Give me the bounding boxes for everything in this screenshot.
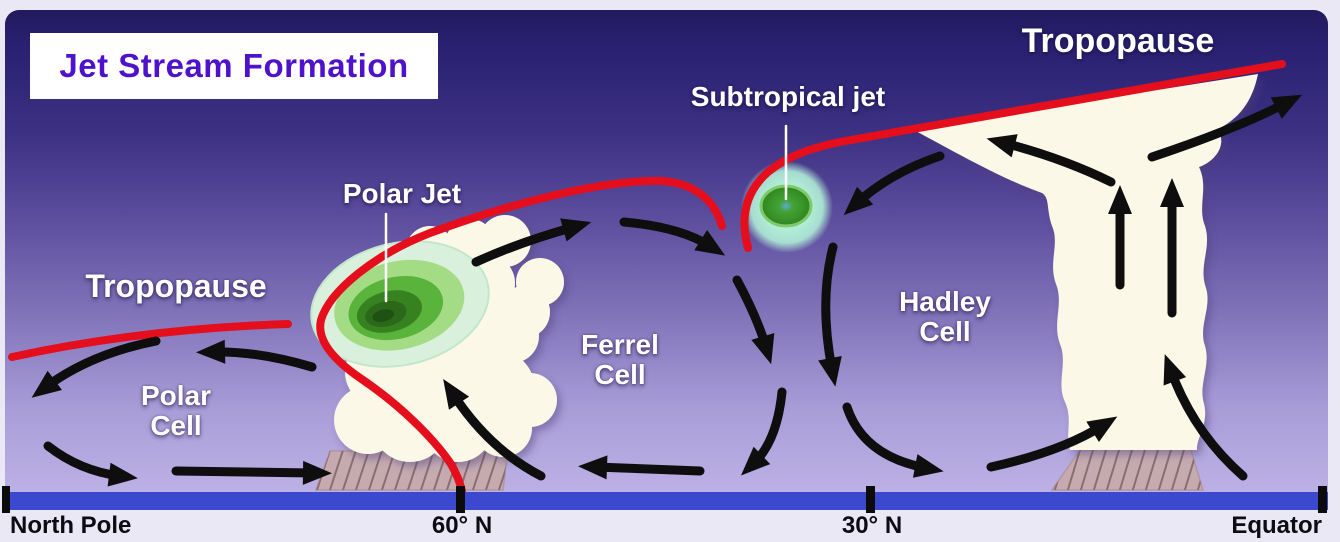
ferrel-cell-label: Ferrel Cell	[581, 330, 659, 390]
tropopause-line	[8, 60, 1286, 495]
polar-cell-surface-arrow-1	[43, 441, 138, 487]
ferrel-cell-label-line2: Cell	[594, 358, 646, 390]
polar-cell-descent-arrow	[31, 336, 161, 398]
hadley-cell-outflow-poleward-arrow	[986, 134, 1116, 187]
ferrel-cell-upper-arrow-1	[471, 218, 592, 267]
title-box: Jet Stream Formation	[30, 33, 438, 99]
hadley-cell-surface-arrow-1	[842, 402, 944, 478]
polar-cell-upper-arrow	[196, 339, 317, 372]
hadley-cell-label-line1: Hadley	[899, 286, 991, 317]
tropopause-line-polar	[8, 320, 292, 361]
polar-cell-surface-arrow-2	[171, 460, 332, 485]
polar-jet-label: Polar Jet	[342, 178, 462, 209]
circulation-arrows	[31, 94, 1302, 487]
tropopause-label-left: Tropopause	[85, 268, 267, 304]
axis-label-equator: Equator	[1231, 512, 1322, 539]
hadley-cell-label: Hadley Cell	[899, 287, 991, 347]
hadley-cell-surface-arrow-2	[986, 416, 1118, 472]
ferrel-cell-descent-arrow-1	[732, 275, 775, 365]
subtropical-jet-symbol	[741, 161, 833, 253]
polar-cell-label-line2: Cell	[150, 409, 202, 441]
latitude-ticks	[2, 486, 1327, 513]
hadley-cell-ascent-arrow-1	[1163, 354, 1248, 481]
polar-cell-label: Polar Cell	[141, 381, 211, 441]
diagram-title: Jet Stream Formation	[59, 47, 409, 84]
label-pointer-lines	[384, 124, 788, 303]
hadley-cell-label-line2: Cell	[919, 315, 971, 347]
cumulonimbus-cloud-icon	[912, 74, 1258, 450]
ferrel-cell-upper-arrow-2	[619, 217, 726, 256]
axis-label-30n: 30° N	[841, 512, 903, 539]
ferrel-cell-ascent-arrow	[443, 378, 546, 481]
hadley-cell-outflow-equatorward-arrow	[1147, 94, 1302, 162]
axis-label-60n: 60° N	[431, 512, 493, 539]
tick-30n	[866, 486, 875, 513]
ferrel-cell-surface-arrow	[578, 455, 705, 480]
ferrel-cell-label-line1: Ferrel	[581, 329, 659, 360]
hadley-cell-descent-arrow	[818, 242, 842, 387]
tropopause-label-right: Tropopause	[1021, 22, 1215, 60]
polar-cell-label-line1: Polar	[140, 380, 212, 411]
ferrel-cell-descent-arrow-2	[740, 387, 787, 476]
tropopause-line-middle	[316, 176, 726, 495]
tick-60n	[456, 486, 465, 513]
tick-equator	[1318, 486, 1327, 513]
hadley-cell-to-jet-arrow	[843, 151, 945, 216]
surface-bar	[5, 492, 1328, 510]
tick-north-pole	[2, 486, 10, 513]
axis-label-north-pole: North Pole	[10, 512, 132, 539]
subtropical-jet-label: Subtropical jet	[690, 81, 886, 112]
tropopause-line-tropical	[740, 60, 1286, 252]
